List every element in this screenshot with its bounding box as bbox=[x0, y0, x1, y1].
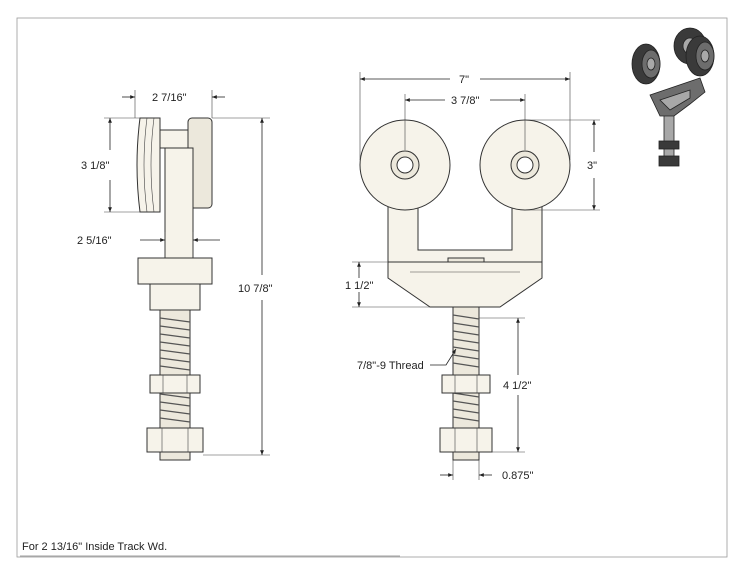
dim-bracket-width: 2 5/16" bbox=[77, 235, 112, 247]
front-view: 7" 3 7/8" 3" 1 1/2" 7/8"-9 Thread 4 1/2" bbox=[345, 72, 600, 482]
isometric-product-image bbox=[631, 27, 715, 167]
dim-wheel-diameter: 3" bbox=[587, 160, 597, 172]
dim-wheel-height: 3 1/8" bbox=[81, 160, 109, 172]
side-thread-lines bbox=[159, 317, 191, 423]
dim-overall-height: 10 7/8" bbox=[238, 283, 273, 295]
dim-overall-width: 7" bbox=[459, 74, 469, 86]
thread-callout: 7/8"-9 Thread bbox=[357, 360, 424, 372]
dim-bolt-diameter: 0.875" bbox=[502, 470, 534, 482]
drawing-frame bbox=[16, 17, 728, 558]
dim-bolt-length: 4 1/2" bbox=[503, 380, 531, 392]
dim-bracket-depth: 1 1/2" bbox=[345, 280, 373, 292]
side-view: 2 7/16" 3 1/8" 2 5/16" 10 7/8" bbox=[77, 90, 273, 461]
dim-side-width: 2 7/16" bbox=[152, 92, 187, 104]
dim-wheel-spacing: 3 7/8" bbox=[451, 95, 479, 107]
front-thread-lines bbox=[452, 314, 480, 422]
footnote: For 2 13/16" Inside Track Wd. bbox=[22, 541, 167, 553]
